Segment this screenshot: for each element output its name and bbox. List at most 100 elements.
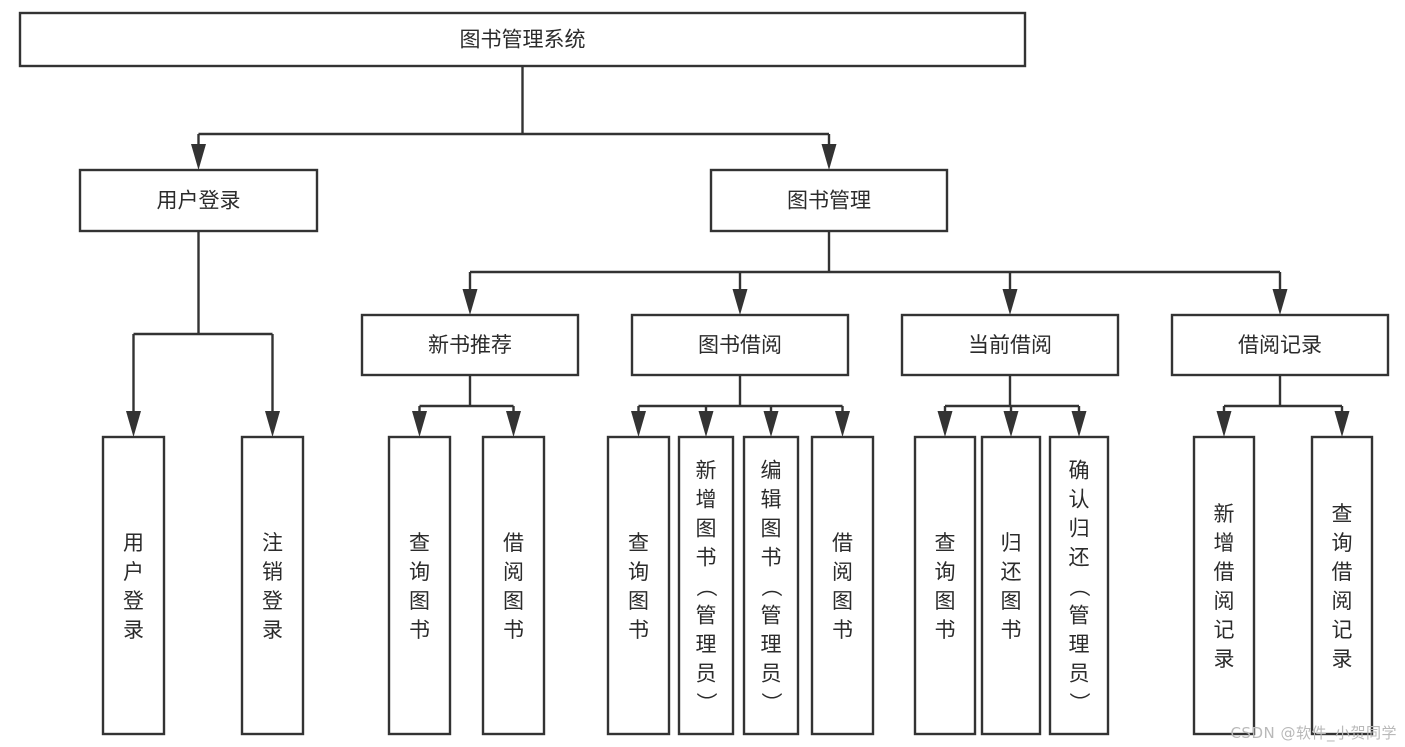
node-borrow-record[interactable]: 借阅记录 <box>1170 313 1390 377</box>
node-label-char: 增 <box>696 488 717 512</box>
node-label-char: 借 <box>1214 560 1235 584</box>
node-box[interactable] <box>677 435 735 736</box>
node-label-char: 销 <box>262 560 283 584</box>
edge-group-book-manage <box>462 231 1288 315</box>
node-label-char: 登 <box>262 589 283 613</box>
node-label-char: 户 <box>123 560 144 584</box>
node-label-char: 书 <box>409 618 430 642</box>
node-label-char: 书 <box>1001 618 1022 642</box>
node-label-char: 注 <box>262 531 283 555</box>
node-box[interactable] <box>18 11 1027 68</box>
edge-group-borrow-record <box>1216 375 1350 437</box>
node-label-char: 还 <box>1001 560 1022 584</box>
node-label-char: 辑 <box>761 488 782 512</box>
node-label-char: ） <box>759 692 783 713</box>
node-label-char: 认 <box>1069 488 1090 512</box>
node-label-char: 登 <box>123 589 144 613</box>
node-book-borrow[interactable]: 图书借阅 <box>630 313 850 377</box>
node-box[interactable] <box>1048 435 1110 736</box>
node-layer: 图书管理系统用户登录图书管理新书推荐图书借阅当前借阅借阅记录用户登录注销登录查询… <box>18 11 1390 736</box>
node-box[interactable] <box>606 435 671 736</box>
arrow-head-icon <box>1002 289 1018 315</box>
node-label-char: ） <box>1067 692 1091 713</box>
node-label-char: 阅 <box>832 560 853 584</box>
node-label-char: 借 <box>503 531 524 555</box>
node-label-char: 查 <box>1332 502 1353 526</box>
node-box[interactable] <box>913 435 977 736</box>
node-label-char: 书 <box>628 618 649 642</box>
node-label-char: 录 <box>123 618 144 642</box>
node-box[interactable] <box>240 435 305 736</box>
node-label-char: 员 <box>696 662 717 686</box>
edge-group-root <box>191 66 837 170</box>
node-label-char: 员 <box>1069 662 1090 686</box>
node-label: 图书管理 <box>787 189 871 213</box>
arrow-head-icon <box>821 144 837 170</box>
node-current-borrow[interactable]: 当前借阅 <box>900 313 1120 377</box>
node-box[interactable] <box>1310 435 1374 736</box>
node-label: 借阅记录 <box>1238 333 1322 357</box>
node-label-char: 归 <box>1001 531 1022 555</box>
node-label: 用户登录 <box>157 189 241 213</box>
node-label-char: 理 <box>761 633 782 657</box>
arrow-head-icon <box>506 411 521 437</box>
node-label-char: 图 <box>628 589 649 613</box>
node-box[interactable] <box>1192 435 1256 736</box>
arrow-head-icon <box>1216 411 1232 437</box>
node-box[interactable] <box>101 435 166 736</box>
node-new-book-recommend[interactable]: 新书推荐 <box>360 313 580 377</box>
node-book-manage[interactable]: 图书管理 <box>709 168 949 233</box>
node-user-login[interactable]: 用户登录 <box>78 168 319 233</box>
node-box[interactable] <box>360 313 580 377</box>
node-leaf-user-login[interactable]: 用户登录 <box>101 435 166 736</box>
node-box[interactable] <box>78 168 319 233</box>
edge-group-current-borrow <box>937 375 1087 437</box>
node-label-char: 询 <box>935 560 956 584</box>
node-box[interactable] <box>709 168 949 233</box>
node-box[interactable] <box>742 435 800 736</box>
node-label-char: 编 <box>761 459 782 483</box>
node-box[interactable] <box>900 313 1120 377</box>
node-label: 图书借阅 <box>698 333 782 357</box>
node-box[interactable] <box>810 435 875 736</box>
node-label-char: 图 <box>696 517 717 541</box>
node-label-char: 查 <box>409 531 430 555</box>
node-label-char: ） <box>694 692 718 713</box>
node-label-char: 新 <box>1214 502 1235 526</box>
node-label-char: 阅 <box>1214 589 1235 613</box>
arrow-head-icon <box>462 289 478 315</box>
arrow-head-icon <box>126 411 141 437</box>
node-label-char: 询 <box>409 560 430 584</box>
node-box[interactable] <box>630 313 850 377</box>
node-label-char: 新 <box>696 459 717 483</box>
node-label-char: 图 <box>935 589 956 613</box>
node-root[interactable]: 图书管理系统 <box>18 11 1027 68</box>
arrow-head-icon <box>835 411 850 437</box>
node-label-char: 理 <box>1069 633 1090 657</box>
node-label-char: 管 <box>696 604 717 628</box>
node-label-char: 阅 <box>1332 589 1353 613</box>
node-box[interactable] <box>387 435 452 736</box>
node-box[interactable] <box>980 435 1042 736</box>
arrow-head-icon <box>1071 411 1087 437</box>
node-box[interactable] <box>1170 313 1390 377</box>
node-label-char: 录 <box>1332 647 1353 671</box>
node-label-char: （ <box>694 576 718 597</box>
node-box[interactable] <box>481 435 546 736</box>
node-label-char: 借 <box>1332 560 1353 584</box>
edge-group-new-book-recommend <box>412 375 521 437</box>
edge-group-user-login <box>126 231 280 437</box>
